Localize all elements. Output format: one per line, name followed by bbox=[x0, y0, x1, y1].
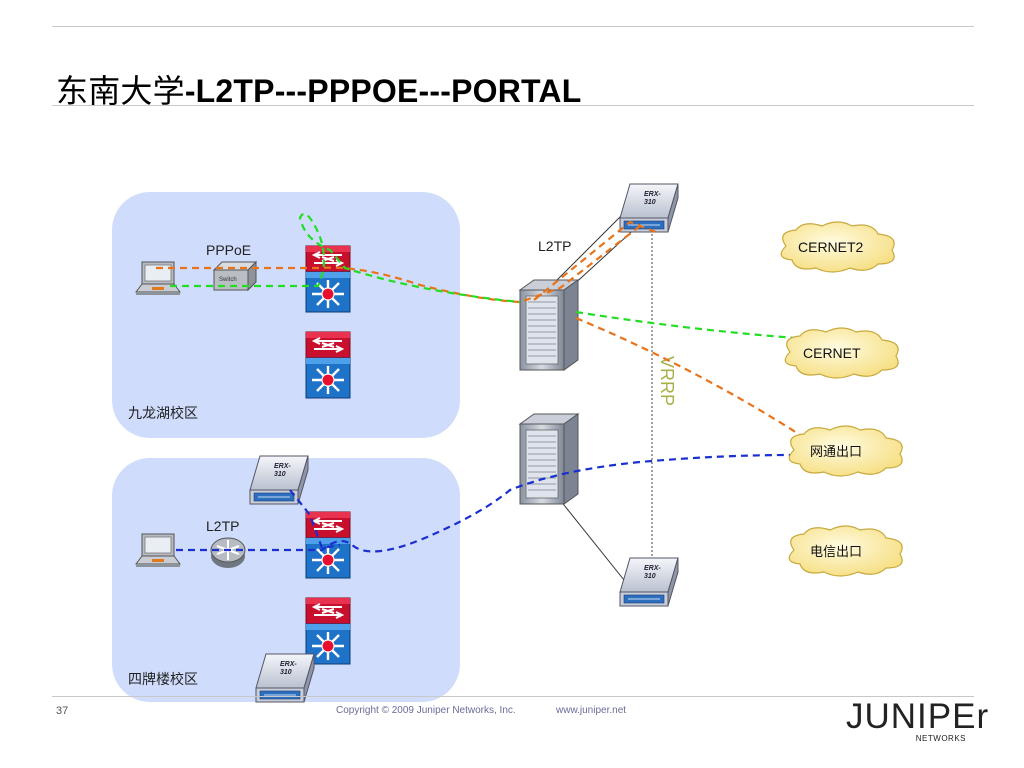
campus-label-jiulonghu: 九龙湖校区 bbox=[128, 405, 198, 422]
erx-label-bottom1-2: 310 bbox=[274, 471, 286, 478]
cloud-cernet: CERNET bbox=[784, 327, 899, 379]
campus-label-sipailou: 四牌楼校区 bbox=[128, 671, 198, 688]
campus-zone-sipailou bbox=[112, 458, 460, 702]
top-rule bbox=[52, 26, 974, 27]
website-link[interactable]: www.juniper.net bbox=[556, 705, 627, 716]
blue-path bbox=[176, 453, 791, 553]
cloud-cernet2: CERNET2 bbox=[780, 221, 895, 273]
title-english: -L2TP---PPPOE---PORTAL bbox=[184, 73, 582, 109]
pppoe-label: PPPoE bbox=[206, 242, 251, 258]
blue-path-erx bbox=[289, 489, 341, 550]
campus-zone-jiulonghu bbox=[112, 192, 460, 438]
erx-label-bottom2-1: ERX- bbox=[280, 661, 297, 668]
cloud-wangtong: 网通出口 bbox=[788, 425, 903, 477]
cloud-label-wangtong: 网通出口 bbox=[810, 445, 862, 460]
physical-links bbox=[554, 212, 641, 581]
erx-label-core-top-1: ERX- bbox=[644, 191, 661, 198]
page-number: 37 bbox=[56, 705, 69, 717]
erx-label-core-bottom-2: 310 bbox=[644, 573, 656, 580]
switch-icon-top-2 bbox=[304, 356, 352, 400]
vrrp-label: VRRP bbox=[657, 356, 677, 406]
switch-icon-bottom-1 bbox=[304, 536, 352, 580]
juniper-logo: JUNIPEr NETWORKS bbox=[846, 697, 990, 750]
erx-label-core-top-2: 310 bbox=[644, 199, 656, 206]
copyright-text: Copyright © 2009 Juniper Networks, Inc. bbox=[336, 705, 516, 716]
l2tp-router-icon bbox=[210, 537, 246, 568]
footer-rule bbox=[52, 696, 974, 697]
erx-label-bottom1-1: ERX- bbox=[274, 463, 291, 470]
erx-label-bottom2-2: 310 bbox=[280, 669, 292, 676]
server-icon-top bbox=[519, 279, 579, 371]
server-icon-bottom bbox=[519, 413, 579, 505]
page-title: 东南大学-L2TP---PPPOE---PORTAL bbox=[56, 66, 581, 112]
switch-icon-top-1 bbox=[304, 270, 352, 314]
switch-label: Switch bbox=[219, 277, 237, 283]
l2tp-campus-label: L2TP bbox=[206, 518, 239, 534]
laptop-icon-bottom bbox=[135, 533, 181, 568]
cloud-label-cernet: CERNET bbox=[803, 345, 861, 361]
orange-path-laptop bbox=[156, 225, 641, 304]
title-chinese: 东南大学 bbox=[56, 72, 185, 110]
title-underline bbox=[52, 105, 974, 106]
router-icon-top-2 bbox=[305, 331, 351, 359]
logo-sub: NETWORKS bbox=[915, 734, 966, 743]
cloud-dianxin: 电信出口 bbox=[788, 525, 903, 577]
orange-path-core bbox=[533, 220, 657, 301]
green-path-loop bbox=[170, 212, 521, 304]
cloud-label-dianxin: 电信出口 bbox=[810, 545, 862, 560]
cloud-label-cernet2: CERNET2 bbox=[798, 239, 864, 255]
logo-word: JUNIPEr bbox=[846, 697, 990, 736]
router-icon-bottom-2 bbox=[305, 597, 351, 625]
green-path-uplink bbox=[575, 310, 797, 340]
orange-path-uplink bbox=[575, 316, 809, 441]
l2tp-core-label: L2TP bbox=[538, 238, 571, 254]
erx-label-core-bottom-1: ERX- bbox=[644, 565, 661, 572]
